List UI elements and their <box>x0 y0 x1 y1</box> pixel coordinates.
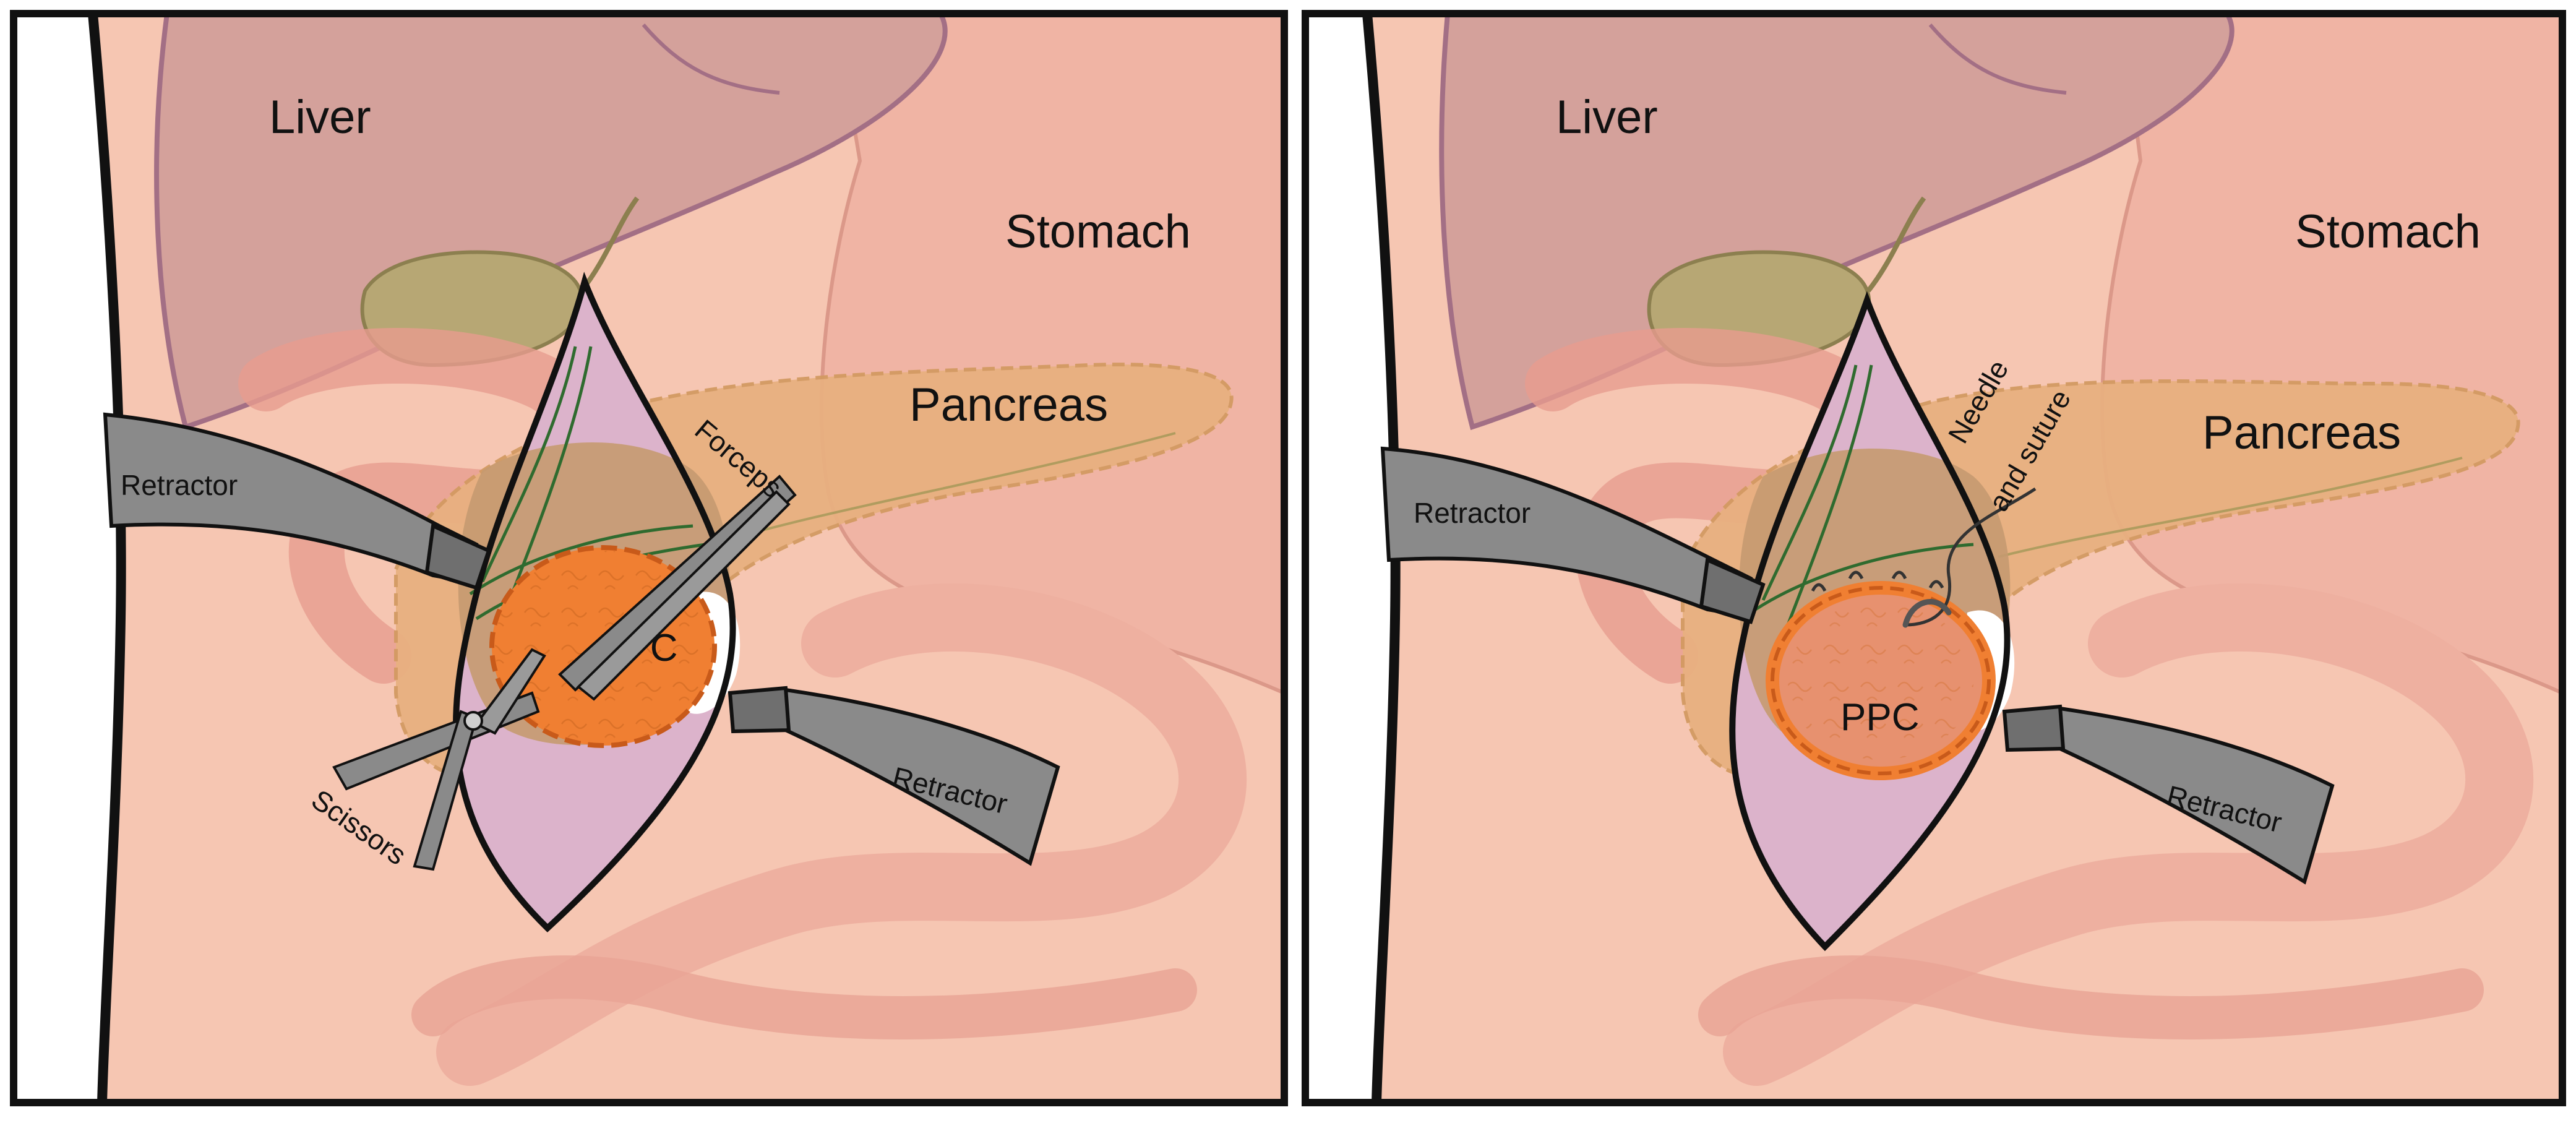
liver-label: Liver <box>269 91 371 144</box>
retractor-right <box>728 686 1060 866</box>
retractor-right-after <box>2002 704 2335 885</box>
stomach-label-after: Stomach <box>2295 205 2481 258</box>
scissors-instrument <box>332 648 546 871</box>
panel-before-frame <box>10 10 1288 1106</box>
retractor-left-after <box>1380 446 1766 624</box>
needle-and-suture <box>1902 487 2037 628</box>
panel-before: PPC Liver Stomach Pancreas Retracto <box>14 14 1284 1103</box>
ppc-label-after: PPC <box>1840 696 1919 739</box>
stomach-organ <box>820 14 1284 695</box>
panel-after: PPC Liver Stomach Pancreas Retractor Ret… <box>1305 14 2562 1103</box>
retractor-left-label: Retractor <box>121 469 238 501</box>
stomach-label: Stomach <box>1005 205 1191 258</box>
liver-label-after: Liver <box>1556 91 1658 144</box>
retractor-left-label-after: Retractor <box>1414 497 1531 529</box>
forceps-instrument <box>558 475 797 701</box>
panel-after-frame <box>1302 10 2566 1106</box>
pancreas-label-after: Pancreas <box>2202 407 2401 459</box>
pancreas-label: Pancreas <box>909 379 1108 431</box>
suture-stitches <box>1811 570 1944 592</box>
retractor-left <box>103 412 491 590</box>
